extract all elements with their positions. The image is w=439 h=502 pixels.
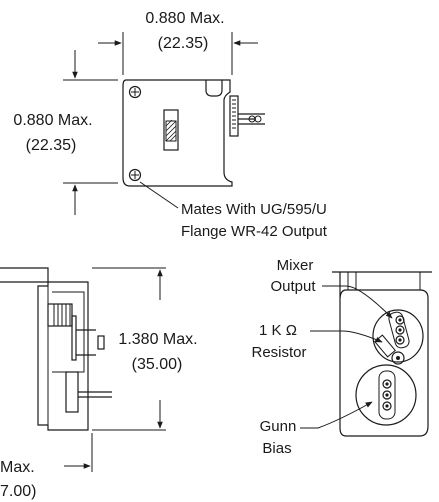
screw-hole-bottom	[128, 168, 142, 182]
top-view: 0.880 Max. (22.35) 0.880 Max. (22.35)	[13, 10, 327, 240]
flange-top-slot	[205, 80, 223, 97]
detail-view: Mixer Output 1 K Ω Resistor Gunn Bias	[251, 257, 432, 457]
mixer-diode-mount	[372, 309, 424, 363]
mixer-output-label-line1: Mixer	[277, 257, 314, 274]
side-connector	[229, 95, 265, 137]
side-connector-upper	[47, 303, 105, 361]
side-depth-dim-mm: 7.00)	[0, 483, 36, 500]
side-height-dim-mm: (35.00)	[132, 356, 183, 373]
gunn-diode-mount	[355, 364, 417, 426]
side-view: 1.380 Max. (35.00) Max. 7.00)	[0, 267, 198, 500]
screw-hole-top	[128, 85, 142, 99]
side-height-dim-inches: 1.380 Max.	[118, 331, 197, 348]
gunn-bias-label-line1: Gunn	[260, 418, 297, 435]
side-depth-dim-inches: Max.	[0, 459, 35, 476]
flange-note-line1: Mates With UG/595/U	[181, 201, 327, 218]
resistor-label-line2: Resistor	[251, 344, 306, 361]
side-connector-lower	[65, 371, 112, 413]
top-width-dim-inches: 0.880 Max.	[145, 10, 224, 27]
top-height-dim-inches: 0.880 Max.	[13, 112, 92, 129]
flange-note-leader	[139, 181, 179, 209]
mixer-output-leader	[322, 285, 393, 319]
mixer-output-label-line2: Output	[270, 278, 316, 295]
flange-outline	[122, 79, 233, 187]
resistor-label-line1: 1 K Ω	[259, 322, 297, 339]
top-width-dim-mm: (22.35)	[158, 35, 209, 52]
tuning-hatch	[165, 119, 177, 142]
flange-note-line2: Flange WR-42 Output	[181, 223, 328, 240]
top-height-dim-mm: (22.35)	[26, 137, 77, 154]
gunn-bias-label-line2: Bias	[262, 440, 291, 457]
gunn-bias-leader	[300, 401, 373, 429]
side-top-flange	[0, 267, 49, 283]
resistor-leader	[310, 330, 383, 343]
waveguide-window	[163, 109, 179, 151]
detail-housing	[332, 271, 432, 437]
